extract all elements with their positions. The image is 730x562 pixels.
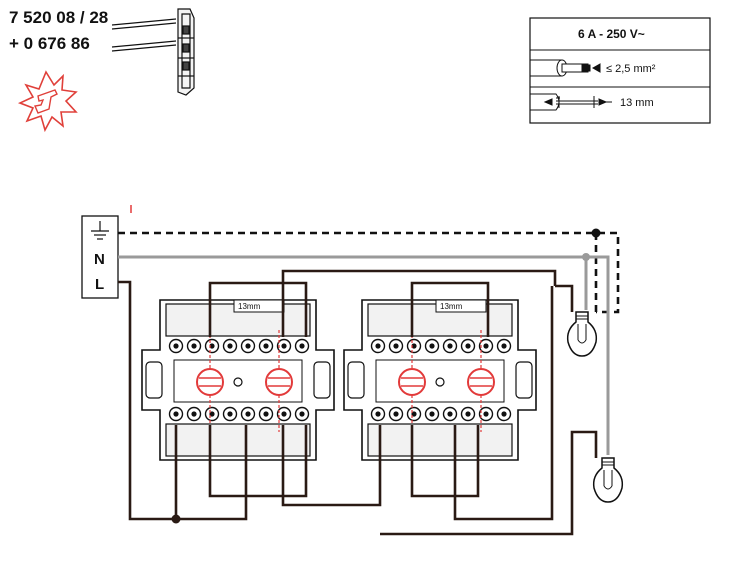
lamp1-feed-wire [281, 269, 557, 337]
terminal-hole-core [465, 343, 471, 349]
traveller-wire-1 [208, 281, 308, 337]
lamp-link-wire [453, 286, 554, 521]
indicator-screw [265, 368, 293, 396]
terminal-hole-core [501, 343, 507, 349]
lamp-1-icon [566, 311, 598, 357]
terminal-hole-core [429, 411, 435, 417]
line-feed-wire [118, 280, 248, 521]
indicator-screw [398, 368, 426, 396]
terminal-hole-core [209, 343, 215, 349]
left-clip [145, 361, 163, 399]
neutral-terminal-label: N [94, 251, 105, 268]
lamp2-feed-wire [380, 430, 598, 536]
strip-length-label: 13 mm [620, 97, 654, 109]
lamp-bulb [566, 311, 598, 357]
center-screw [233, 377, 243, 387]
terminal-hole-core [173, 411, 179, 417]
supply-terminal-block: N L [81, 215, 119, 299]
terminal-hole-core [501, 411, 507, 417]
wire-section-icon [530, 59, 601, 77]
terminal-hole-core [375, 411, 381, 417]
terminal-hole-core [299, 411, 305, 417]
right-clip [313, 361, 331, 399]
indicator-screw [196, 368, 224, 396]
lamp-2-icon [592, 457, 624, 503]
terminal-hole-core [281, 411, 287, 417]
terminal-hole-core [447, 343, 453, 349]
wire-section-label: ≤ 2,5 mm² [606, 63, 656, 75]
lamp1-return-wire [555, 284, 574, 312]
switch-mechanism-1: 13mm [141, 299, 335, 461]
indicator-screw [467, 368, 495, 396]
lamp-filament [577, 324, 587, 344]
terminal-hole-core [281, 343, 287, 349]
traveller-wire-3 [410, 281, 490, 337]
terminal-hole-core [227, 411, 233, 417]
line-junction [171, 514, 181, 524]
terminal-hole-core [191, 411, 197, 417]
product-reference-extra: + 0 676 86 [9, 34, 90, 53]
terminal-hole-core [465, 411, 471, 417]
lamp-filament [603, 470, 613, 490]
terminal-hole-core [263, 411, 269, 417]
lamp-bulb [592, 457, 624, 503]
terminal-hole-core [483, 343, 489, 349]
line-wires [118, 269, 598, 536]
terminal-hole-core [393, 411, 399, 417]
strip-gauge-label: 13mm [440, 302, 463, 311]
product-reference: 7 520 08 / 28 [9, 8, 108, 27]
bottom-terminal-block [165, 423, 311, 457]
terminal-hole-core [191, 343, 197, 349]
terminal-hole-core [483, 411, 489, 417]
terminal-hole-core [173, 343, 179, 349]
traveller-wire-4 [410, 425, 480, 498]
terminal-hole-core [227, 343, 233, 349]
terminal-hole-core [263, 343, 269, 349]
rating-label: 6 A - 250 V~ [578, 27, 645, 41]
terminal-hole-core [245, 343, 251, 349]
terminal-hole-core [411, 411, 417, 417]
terminal-hole-core [429, 343, 435, 349]
strip-gauge-label: 13mm [238, 302, 261, 311]
strip-gauge [435, 299, 487, 313]
link-wire [281, 425, 382, 507]
clip-accessory-icon [111, 8, 195, 96]
earth-junction [591, 228, 601, 238]
switch-mechanism-2: 13mm [343, 299, 537, 461]
line-terminal-label: L [95, 276, 104, 293]
center-screw [435, 377, 445, 387]
left-clip [347, 361, 365, 399]
terminal-hole-core [375, 343, 381, 349]
strip-length-icon [530, 93, 612, 111]
terminal-hole-core [299, 343, 305, 349]
terminal-hole-core [447, 411, 453, 417]
traveller-wire-2 [208, 425, 308, 498]
terminal-hole-core [245, 411, 251, 417]
right-clip [515, 361, 533, 399]
terminal-hole-core [209, 411, 215, 417]
terminal-hole-core [411, 343, 417, 349]
screwdriver-warning-icon [17, 70, 78, 133]
spec-table: 6 A - 250 V~ ≤ 2,5 mm² 13 mm [529, 17, 711, 124]
neutral-junction [582, 253, 590, 261]
earth-ground-icon [91, 221, 109, 240]
bottom-terminal-block [367, 423, 513, 457]
terminal-hole-core [393, 343, 399, 349]
